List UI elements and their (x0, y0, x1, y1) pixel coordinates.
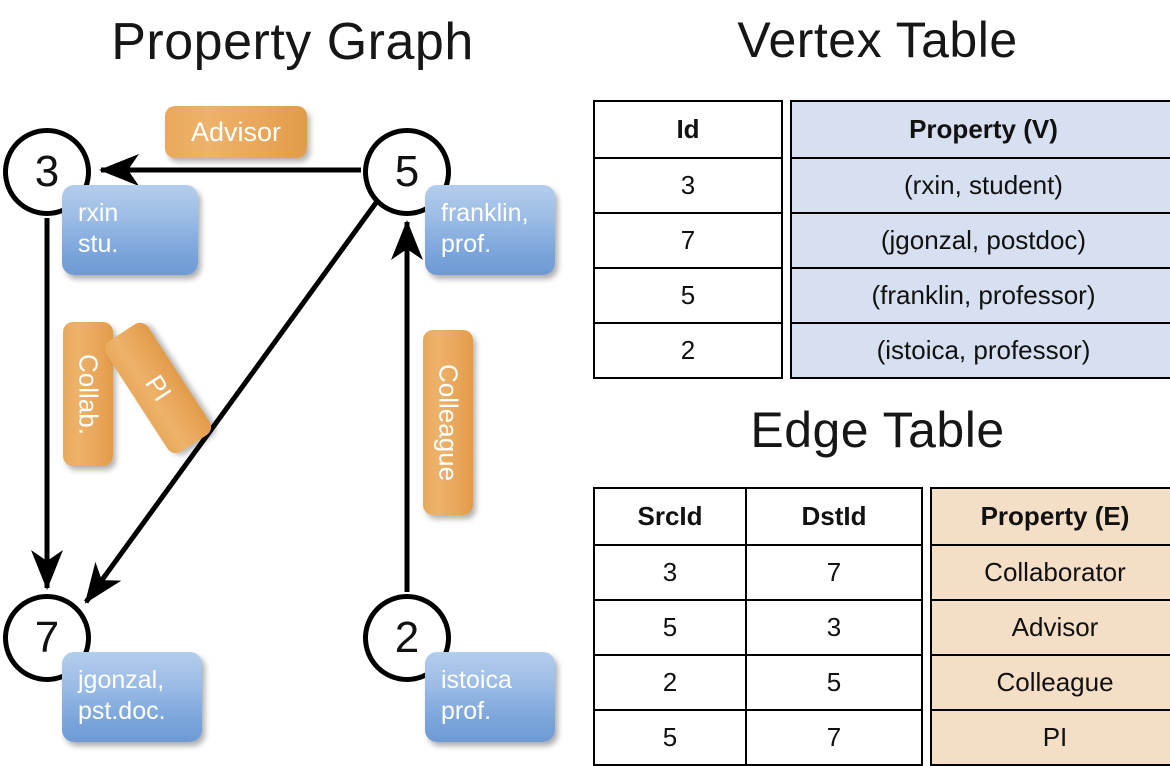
property-graph-diagram: 3 5 7 2 rxin stu. franklin, prof. jgonza… (0, 0, 585, 760)
vertex-table-column-gap (783, 100, 790, 379)
vertex-table-cell-id: 3 (595, 157, 781, 212)
edge-table-cell-srcid: 3 (595, 544, 745, 599)
vertex-table-cell-property: (istoica, professor) (792, 322, 1170, 377)
node-property-callout-7: jgonzal, pst.doc. (62, 652, 202, 742)
section-title-edge-table: Edge Table (750, 402, 1005, 458)
edge-table-cell-dstid: 3 (747, 599, 921, 654)
edge-table-header-property: Property (E) (932, 489, 1170, 544)
callout-line-1: jgonzal, (78, 666, 165, 694)
vertex-table-cell-property: (franklin, professor) (792, 267, 1170, 322)
edge-table-header-srcid: SrcId (637, 501, 703, 531)
graph-edge-5-to-7 (83, 198, 381, 604)
callout-line-2: pst.doc. (78, 697, 166, 725)
vertex-table-cell-id: 5 (595, 267, 781, 322)
edge-table-cell-srcid: 5 (595, 599, 745, 654)
graph-node-2[interactable]: 2 (363, 594, 451, 682)
edge-label-collab: Collab. (63, 322, 113, 466)
graph-node-5[interactable]: 5 (363, 128, 451, 216)
edge-table-cell-dstid: 5 (747, 654, 921, 709)
edge-table: SrcId 3 5 2 5 DstId 7 3 5 7 Property (E)… (593, 487, 1170, 766)
vertex-table-cell-property: (jgonzal, postdoc) (792, 212, 1170, 267)
edge-table-cell-srcid: 5 (595, 709, 745, 764)
edge-table-cell-dstid: 7 (747, 709, 921, 764)
vertex-table-header-property: Property (V) (792, 102, 1170, 157)
vertex-table-cell-id: 7 (595, 212, 781, 267)
vertex-table-id-column-group: Id 3 7 5 2 (593, 100, 783, 379)
edge-table-cell-property: Colleague (932, 654, 1170, 709)
callout-line-1: franklin, (441, 199, 529, 227)
section-title-vertex-table: Vertex Table (737, 12, 1018, 68)
vertex-table-cell-property: (rxin, student) (792, 157, 1170, 212)
page-title-property-graph: Property Graph (111, 13, 474, 71)
callout-line-2: stu. (78, 230, 119, 258)
callout-line-1: rxin (78, 199, 119, 227)
edge-table-cell-property: PI (932, 709, 1170, 764)
edge-table-cell-dstid: 7 (747, 544, 921, 599)
edge-label-advisor: Advisor (165, 106, 307, 158)
vertex-table-cell-id: 2 (595, 322, 781, 377)
vertex-table-property-column: Property (V) (rxin, student) (jgonzal, p… (792, 102, 1170, 377)
edge-label-colleague: Colleague (423, 330, 473, 515)
edge-table-cell-property: Collaborator (932, 544, 1170, 599)
edge-label-text: Colleague (433, 363, 464, 482)
node-property-callout-2: istoica prof. (425, 652, 555, 742)
edge-label-text: PI (139, 369, 178, 407)
callout-line-2: prof. (441, 230, 492, 258)
edge-table-header-dstid: DstId (801, 501, 867, 531)
callout-line-1: istoica (441, 666, 512, 694)
edge-table-dstid-column: DstId 7 3 5 7 (745, 489, 921, 764)
edge-label-text: Advisor (190, 116, 282, 147)
callout-line-2: prof. (441, 697, 492, 725)
vertex-table-header-id: Id (676, 114, 700, 144)
edge-table-cell-srcid: 2 (595, 654, 745, 709)
vertex-table-property-column-group: Property (V) (rxin, student) (jgonzal, p… (790, 100, 1170, 379)
edge-label-text: Collab. (73, 353, 104, 435)
graph-edge-layer (31, 154, 423, 604)
edge-table-cell-property: Advisor (932, 599, 1170, 654)
edge-table-id-columns-group: SrcId 3 5 2 5 DstId 7 3 5 7 (593, 487, 923, 766)
node-property-callout-5: franklin, prof. (425, 185, 555, 275)
edge-table-property-column: Property (E) Collaborator Advisor Collea… (932, 489, 1170, 764)
edge-table-srcid-column: SrcId 3 5 2 5 (595, 489, 745, 764)
vertex-table-id-column: Id 3 7 5 2 (595, 102, 781, 377)
node-property-callout-3: rxin stu. (62, 185, 198, 275)
vertex-table: Id 3 7 5 2 Property (V) (rxin, student) … (593, 100, 1170, 379)
edge-table-property-column-group: Property (E) Collaborator Advisor Collea… (930, 487, 1170, 766)
edge-table-column-gap (923, 487, 930, 766)
